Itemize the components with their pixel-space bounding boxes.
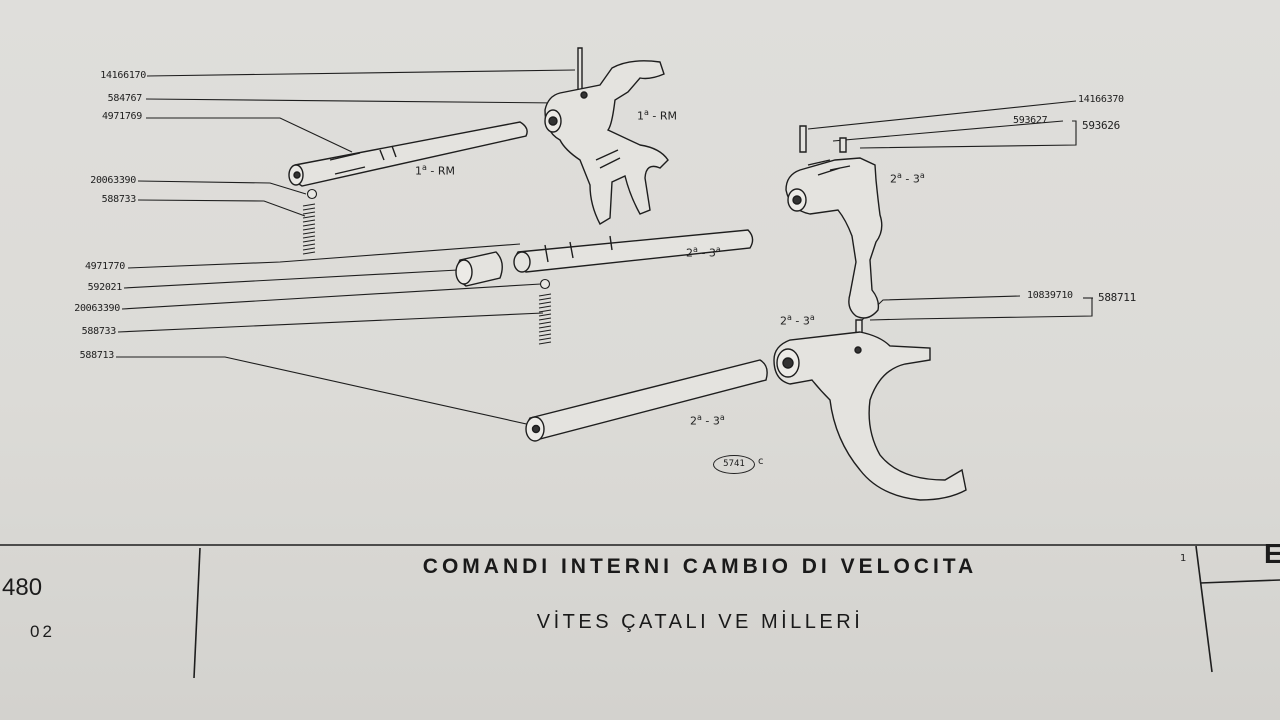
- caption-fork-1a-rm: 1a - RM: [637, 108, 678, 123]
- callout-588711: 588711: [1098, 291, 1136, 304]
- callout-4971769: 4971769: [101, 111, 142, 122]
- fork-2a-3a-upper: [785, 125, 883, 319]
- section-letter: E: [1264, 538, 1280, 569]
- ball-spring-2: [538, 278, 552, 345]
- caption-fork-2a-3a-large: 2a - 3a: [780, 313, 815, 328]
- title-turkish: VİTES ÇATALI VE MİLLERİ: [536, 611, 864, 633]
- callout-20063390-b: 20063390: [74, 303, 120, 314]
- caption-rod-1a-rm: 1a - RM: [415, 163, 456, 178]
- page-number: 480: [2, 574, 43, 601]
- callout-592021: 592021: [87, 282, 123, 293]
- callout-20063390-a: 20063390: [90, 175, 136, 186]
- revision-number: 02: [30, 622, 55, 641]
- callout-588733-b: 588733: [81, 326, 117, 337]
- caption-rod-2a-3a: 2a - 3a: [686, 245, 721, 260]
- callout-584767: 584767: [107, 93, 143, 104]
- caption-rod-588713: 2a - 3a: [690, 413, 725, 428]
- callout-4971770: 4971770: [84, 261, 125, 272]
- ball-spring-1: [302, 188, 318, 255]
- rod-588713: [525, 359, 768, 442]
- drawing-code-badge: 5741: [713, 455, 755, 474]
- caption-fork-2a-3a-upper: 2a - 3a: [890, 171, 925, 186]
- title-block-frame: [0, 544, 1280, 679]
- callout-10839710: 10839710: [1027, 290, 1073, 301]
- leader-lines-right: [807, 100, 1093, 323]
- leader-lines-left: [116, 69, 576, 428]
- title-italian: COMANDI INTERNI CAMBIO DI VELOCITA: [422, 555, 978, 578]
- fork-2a-3a-large: [773, 319, 967, 501]
- sheet-number: 1: [1180, 553, 1187, 564]
- callout-593627: 593627: [1013, 115, 1048, 126]
- rod-1a-rm: [288, 121, 528, 187]
- callout-14166370: 14166370: [1078, 94, 1124, 105]
- callout-593626: 593626: [1082, 119, 1120, 132]
- fork-1a-rm: [544, 47, 669, 225]
- drawing-code-suffix: c: [758, 456, 764, 467]
- callout-588713: 588713: [79, 350, 115, 361]
- rod-2a-3a: [455, 229, 754, 287]
- callout-588733-a: 588733: [101, 194, 137, 205]
- callout-14166170: 14166170: [100, 70, 146, 81]
